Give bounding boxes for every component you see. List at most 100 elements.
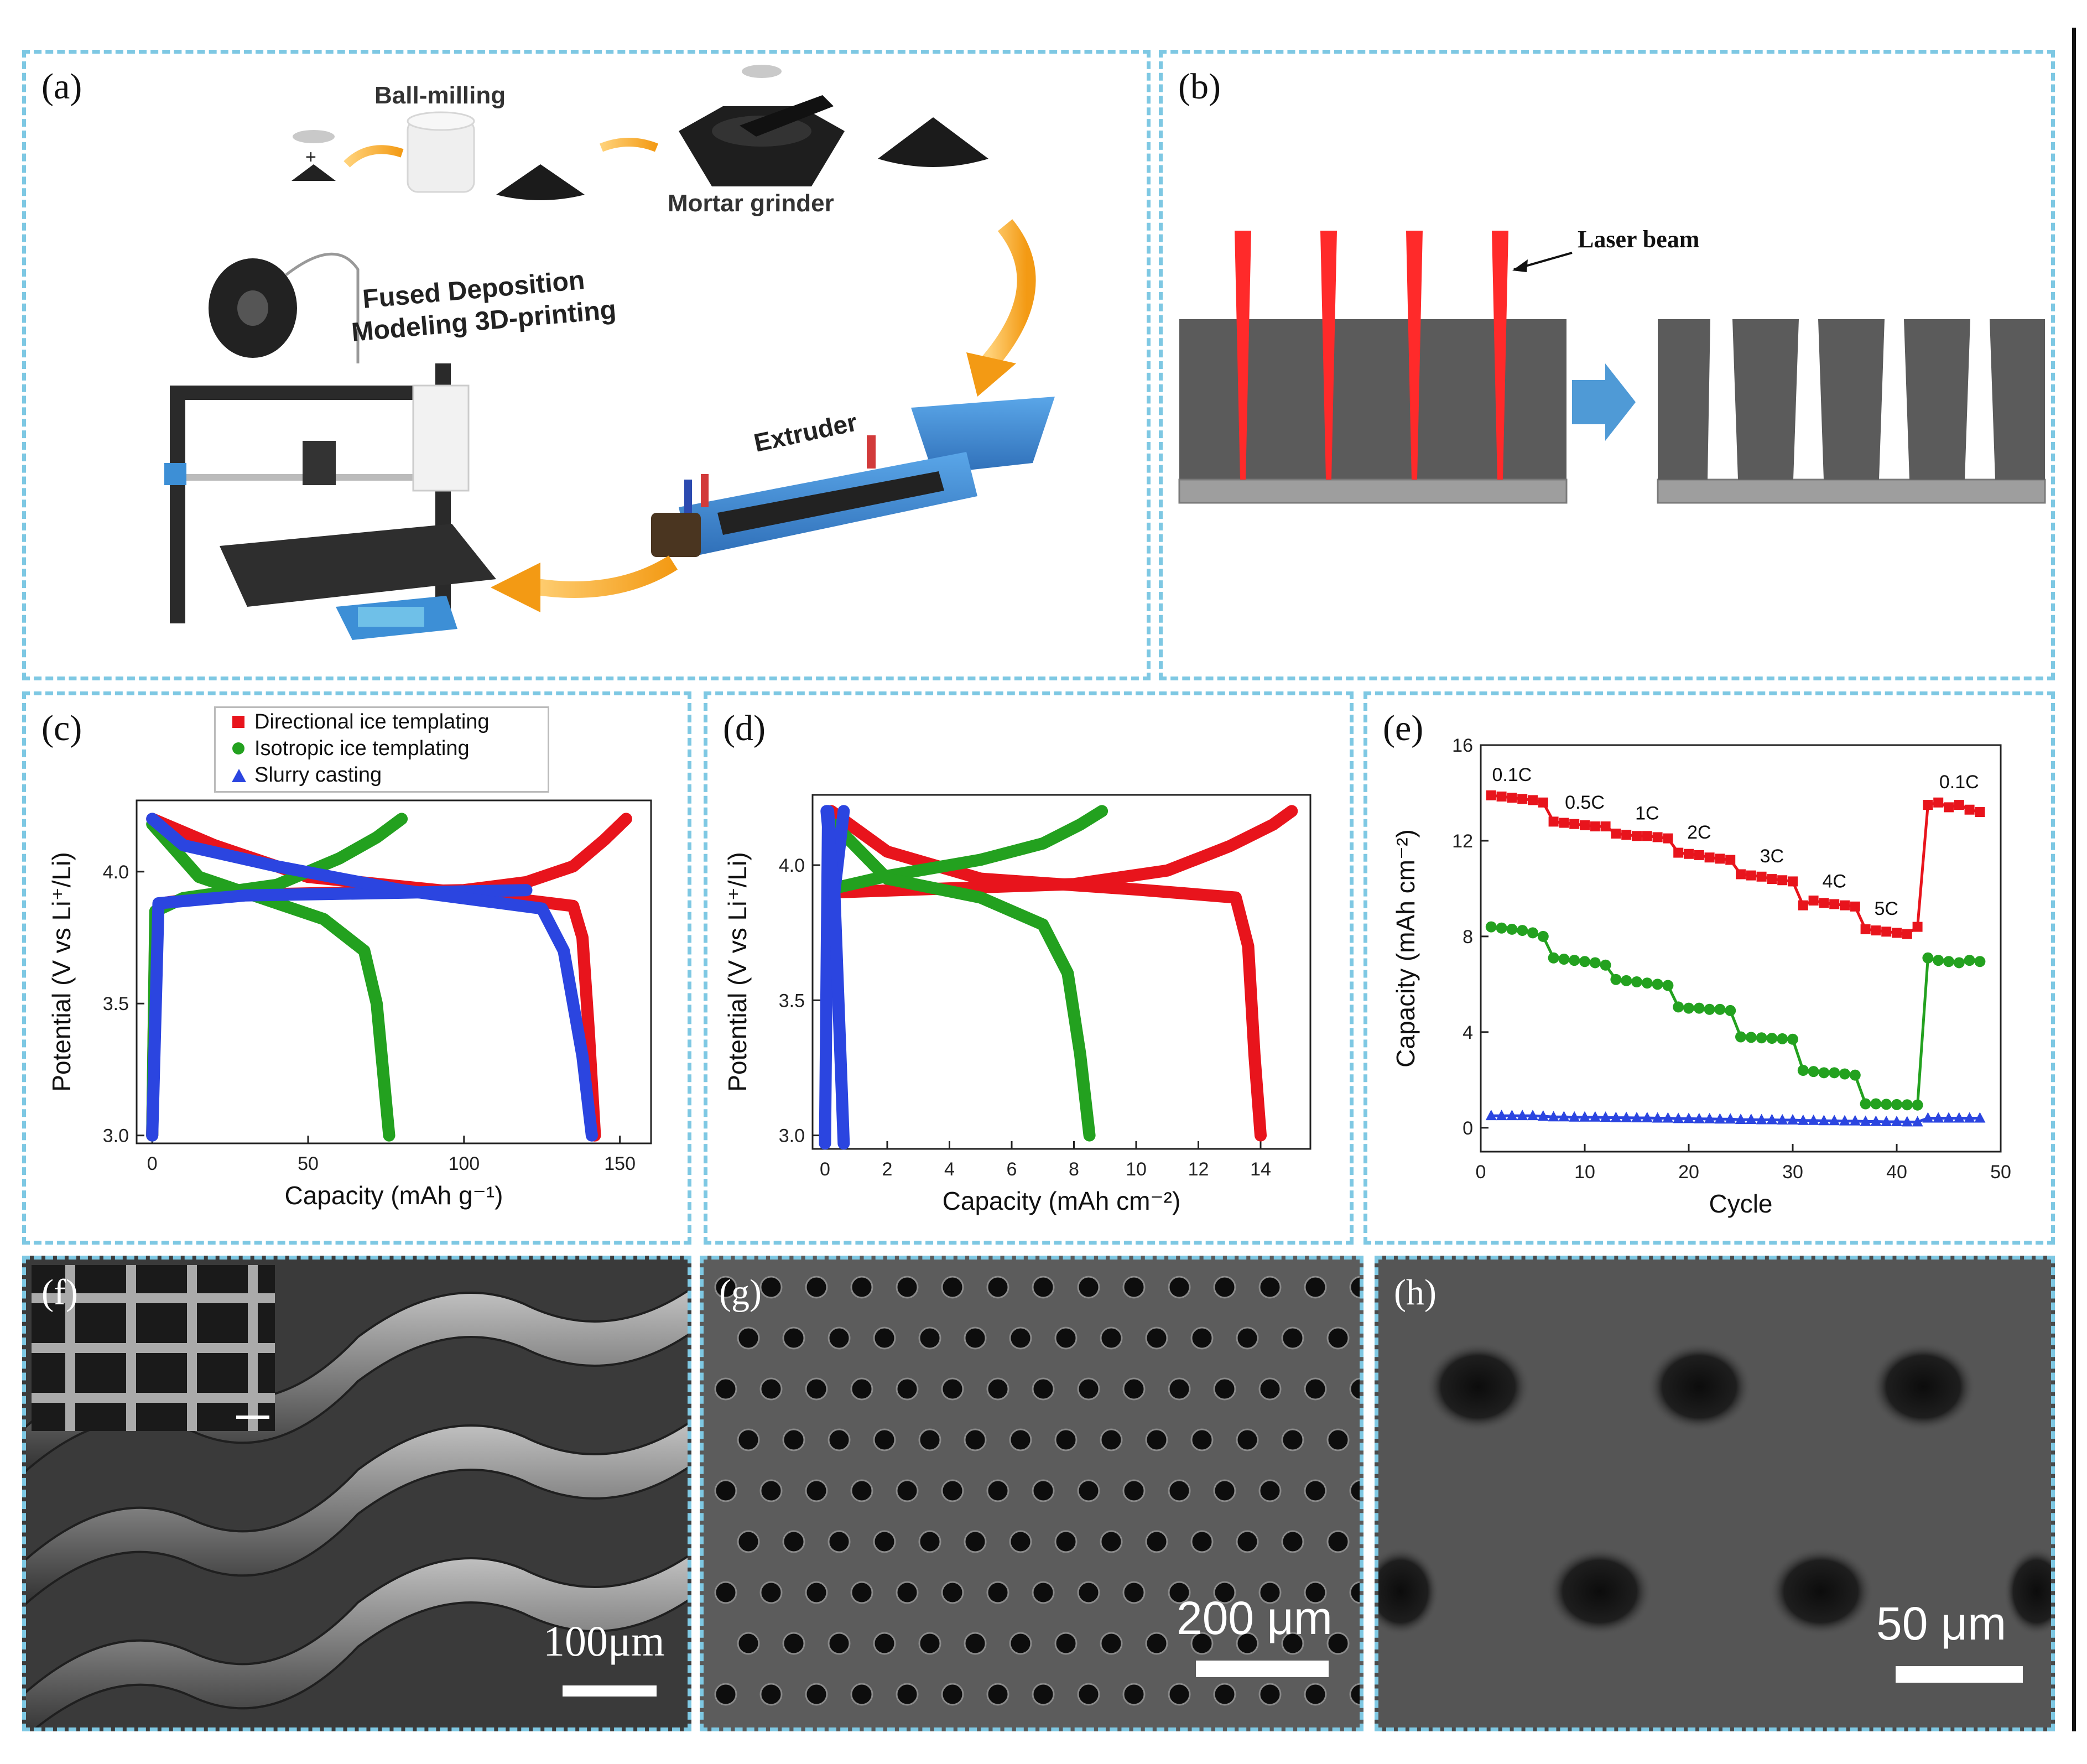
x-tick-label: 0	[820, 1159, 830, 1180]
pore	[1032, 1683, 1055, 1706]
data-point-triangle	[1558, 1111, 1570, 1122]
data-point-triangle	[1589, 1111, 1601, 1122]
inset-grid	[32, 1265, 275, 1431]
sem-image-g	[704, 1260, 1360, 1727]
data-point-square	[1829, 899, 1840, 909]
sem-image-f	[26, 1260, 688, 1727]
panel-f-label: (f)	[41, 1272, 78, 1313]
sem-image-h	[1378, 1260, 2051, 1727]
data-point-circle	[1797, 1065, 1809, 1076]
data-point-triangle	[1485, 1110, 1497, 1121]
data-point-square	[1673, 847, 1684, 858]
data-point-square	[1923, 800, 1933, 810]
panel-d-label: (d)	[723, 708, 766, 748]
pore	[873, 1530, 896, 1553]
pore	[964, 1530, 987, 1553]
data-point-triangle	[1631, 1112, 1642, 1123]
pore	[737, 1326, 760, 1350]
pore	[1168, 1377, 1191, 1401]
pore	[827, 1326, 851, 1350]
data-point-square	[1621, 830, 1632, 840]
data-point-circle	[1485, 921, 1497, 933]
ball-milling-label: Ball-milling	[374, 82, 506, 109]
pore	[1326, 1530, 1350, 1553]
data-point-triangle	[1912, 1116, 1923, 1127]
pore	[1122, 1377, 1146, 1401]
data-point-square	[1725, 855, 1736, 865]
scale-bar-label-f: 100μm	[543, 1617, 665, 1665]
arrow-4-head	[491, 563, 540, 612]
data-point-triangle	[1891, 1115, 1902, 1126]
pore	[1168, 1479, 1191, 1502]
pore	[1213, 1377, 1236, 1401]
data-point-square	[1798, 900, 1808, 910]
data-point-circle	[1579, 956, 1590, 967]
data-point-triangle	[1725, 1113, 1736, 1124]
data-point-circle	[1652, 979, 1663, 990]
x-tick-label: 4	[944, 1159, 955, 1180]
pore	[1009, 1326, 1032, 1350]
pore	[827, 1632, 851, 1655]
panel-a-label: (a)	[41, 66, 82, 107]
pore	[782, 1326, 805, 1350]
legend-marker-circle	[232, 742, 244, 754]
patterned-electrode	[1657, 319, 2046, 504]
pore	[782, 1428, 805, 1451]
data-point-square	[1569, 819, 1580, 829]
panel-b-illustration: Laser beam	[1178, 226, 2046, 504]
pore	[1281, 1530, 1304, 1553]
plus-sign: +	[305, 147, 316, 168]
series-curve-discharge	[820, 805, 850, 1150]
data-point-triangle	[1849, 1115, 1861, 1126]
pore	[896, 1377, 919, 1401]
pore	[1304, 1683, 1327, 1706]
pore	[1054, 1530, 1078, 1553]
x-tick-label: 20	[1678, 1162, 1699, 1183]
data-point-circle	[1600, 959, 1611, 971]
data-point-square	[1538, 797, 1548, 808]
series-line	[1491, 794, 1980, 936]
data-point-square	[1528, 795, 1538, 805]
rate-annotation: 0.5C	[1565, 792, 1605, 813]
pore	[1100, 1632, 1123, 1655]
data-point-square	[1892, 928, 1902, 938]
data-point-square	[1548, 816, 1559, 827]
data-point-circle	[1881, 1099, 1892, 1110]
black-powder-2	[878, 117, 988, 167]
pore	[918, 1530, 941, 1553]
data-point-circle	[1870, 1098, 1882, 1110]
pore	[714, 1683, 737, 1706]
legend-entry-slurry: Slurry casting	[254, 763, 382, 787]
y-tick-label: 4.0	[103, 862, 129, 883]
pore	[1054, 1326, 1078, 1350]
data-point-square	[1517, 794, 1528, 804]
plot-frame	[811, 794, 1311, 1150]
pore	[714, 1377, 737, 1401]
panel-c: (c) Directional ice templating Isotropic…	[22, 691, 691, 1245]
x-tick-label: 12	[1188, 1159, 1209, 1180]
series-curve-discharge	[825, 805, 1267, 1142]
x-tick-label: 10	[1574, 1162, 1595, 1183]
data-point-triangle	[1714, 1113, 1726, 1124]
data-point-square	[1756, 871, 1767, 882]
data-point-circle	[1735, 1031, 1746, 1043]
pore	[1236, 1428, 1259, 1451]
x-tick-label: 14	[1250, 1159, 1271, 1180]
pore	[986, 1479, 1009, 1502]
pore	[986, 1377, 1009, 1401]
panel-h: (h) 50 μm	[1375, 1256, 2055, 1731]
pore	[1168, 1581, 1191, 1604]
orange-arrow-4	[522, 555, 678, 598]
pore	[1032, 1276, 1055, 1299]
data-point-triangle	[1569, 1111, 1580, 1122]
pore	[1349, 1581, 1360, 1604]
pore	[964, 1428, 987, 1451]
pore	[896, 1479, 919, 1502]
data-point-circle	[1506, 923, 1518, 935]
pore	[1213, 1276, 1236, 1299]
pore	[805, 1683, 828, 1706]
orange-arrow-3	[981, 219, 1036, 370]
data-point-circle	[1766, 1033, 1778, 1044]
